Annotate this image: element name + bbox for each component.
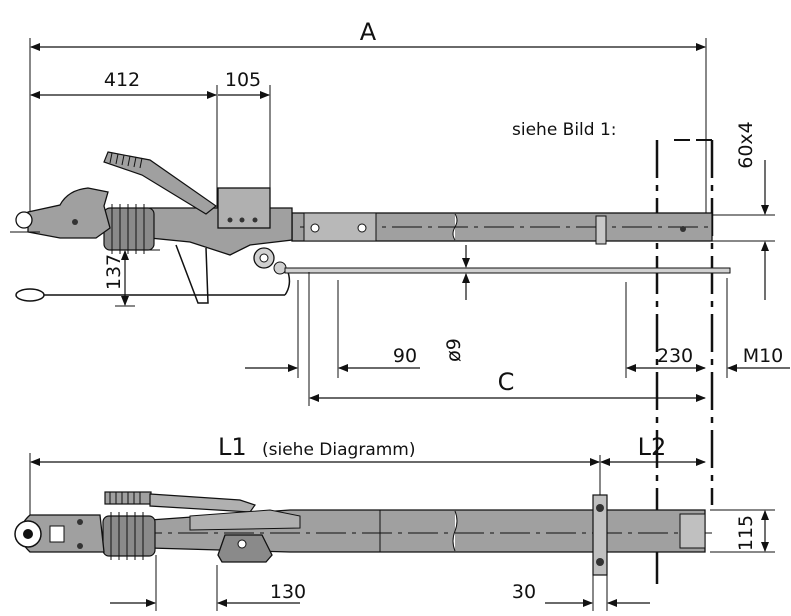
bellows-bottom — [102, 512, 156, 560]
dim-412-label: 412 — [104, 69, 140, 91]
breakaway-cable — [15, 271, 291, 302]
dim-30-label: 30 — [512, 581, 536, 603]
bellows — [103, 204, 155, 254]
siehe-diagramm-label: (siehe Diagramm) — [262, 440, 416, 460]
dimension-30: 30 — [512, 575, 650, 611]
dim-105-label: 105 — [225, 69, 261, 91]
brake-rod — [284, 267, 731, 274]
dimension-230: 230 — [625, 278, 728, 378]
dim-phi9-label: ø9 — [443, 338, 465, 362]
dim-60x4-label: 60x4 — [735, 121, 757, 169]
dimension-115: 115 — [710, 509, 775, 553]
drawbar-tube — [291, 212, 713, 245]
dimension-m10: M10 — [727, 345, 790, 372]
dim-230-label: 230 — [657, 345, 693, 367]
dimension-a: A — [29, 18, 707, 235]
siehe-bild-label: siehe Bild 1: — [512, 120, 617, 140]
dim-c-label: C — [498, 368, 515, 396]
dimension-60x4: 60x4 — [710, 121, 775, 300]
dimension-130: 130 — [110, 555, 306, 611]
dimension-412: 412 — [30, 69, 218, 215]
top-view: A 412 105 siehe Bild 1: 60x4 — [10, 18, 790, 590]
dimension-105: 105 — [218, 69, 271, 215]
dimension-137: 137 — [103, 249, 160, 307]
bottom-view: L1 (siehe Diagramm) L2 — [14, 433, 775, 611]
dimension-c: C — [308, 272, 706, 406]
bracket-bottom — [217, 534, 273, 563]
handbrake-lever-bottom — [104, 491, 301, 531]
dimension-l1: L1 (siehe Diagramm) — [29, 433, 601, 520]
dim-130-label: 130 — [270, 581, 306, 603]
dim-90-label: 90 — [393, 345, 417, 367]
dim-115-label: 115 — [735, 515, 757, 551]
dim-137-label: 137 — [103, 254, 125, 290]
dim-l1-label: L1 — [218, 433, 247, 461]
dim-m10-label: M10 — [743, 345, 784, 367]
dimension-90: 90 — [245, 280, 420, 378]
dim-l2-label: L2 — [638, 433, 667, 461]
dim-a-label: A — [360, 18, 377, 46]
overrun-housing — [149, 187, 293, 275]
dimension-phi9: ø9 — [443, 245, 470, 362]
coupling-head — [10, 187, 111, 239]
dimension-l2: L2 — [600, 433, 706, 466]
handbrake-lever — [103, 151, 218, 215]
support-leg — [175, 244, 209, 304]
coupling-head-bottom — [14, 514, 105, 553]
